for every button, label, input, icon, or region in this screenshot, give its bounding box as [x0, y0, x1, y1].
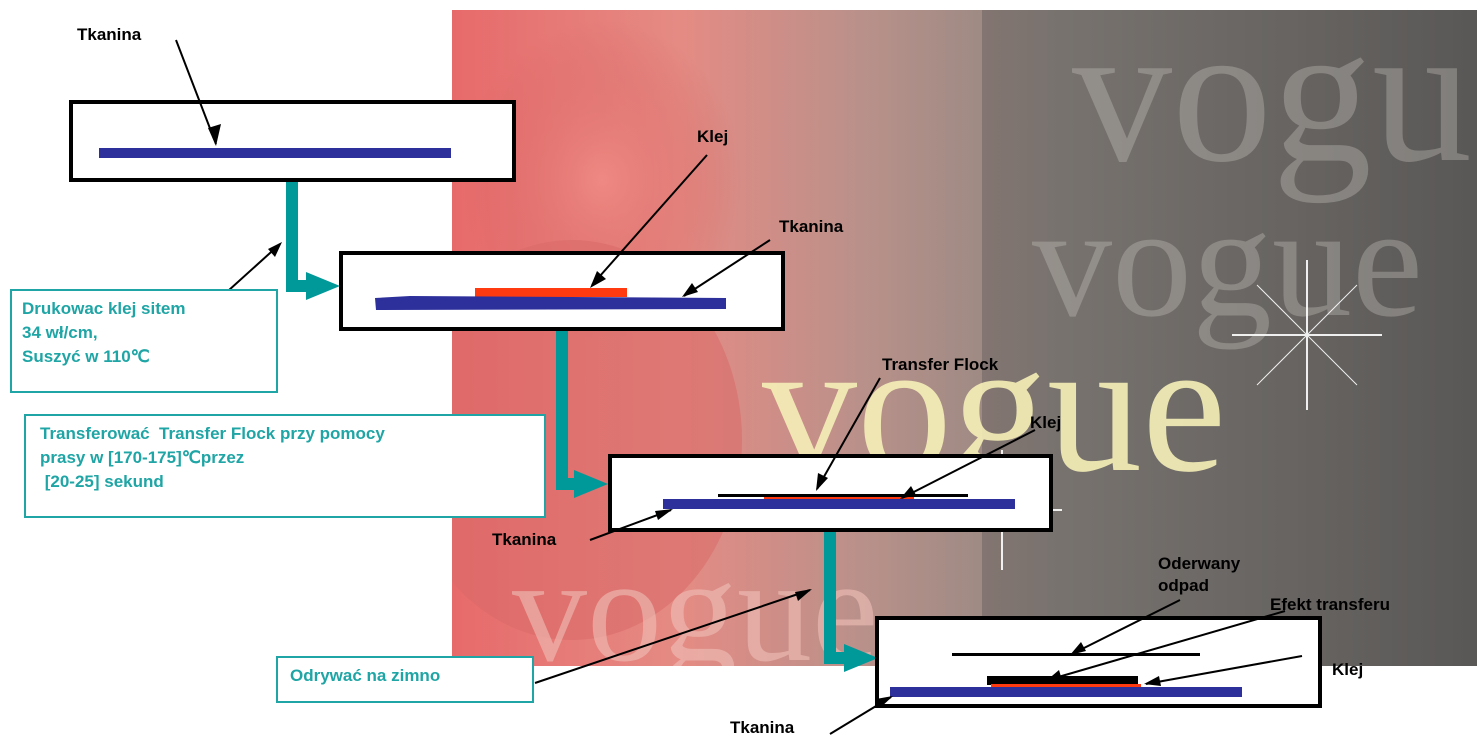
leader-klej-2 [901, 429, 1036, 499]
arrowhead-icon [795, 589, 812, 601]
sparkle-icon [1232, 260, 1382, 410]
label-tkanina-4: Tkanina [730, 718, 795, 737]
arrowhead-icon [590, 271, 606, 288]
note-print-glue: Drukowac klej sitem 34 wł/cm, Suszyć w 1… [10, 289, 278, 393]
leader-note-3 [534, 589, 811, 684]
watermark-word-4: vogue [512, 527, 879, 666]
note-transfer-flock: Transferować Transfer Flock przy pomocy … [24, 414, 546, 518]
watermark-word-1: vogue [1072, 10, 1477, 204]
label-klej-3: Klej [1332, 660, 1364, 679]
watermark-word-2: vogue [1032, 172, 1423, 350]
stage-box-1 [69, 100, 516, 182]
leader-tkanina-1 [175, 39, 217, 145]
label-transfer-flock: Transfer Flock [882, 355, 999, 374]
arrowhead-icon [1144, 676, 1161, 686]
flock-layer-3 [718, 494, 968, 497]
waste-layer-4 [952, 653, 1200, 656]
fabric-layer-4 [890, 687, 1242, 697]
arrowhead-icon [876, 696, 893, 708]
label-tkanina-2: Tkanina [779, 217, 844, 236]
flow-arrow-1 [286, 180, 340, 300]
leader-tkanina-2 [683, 239, 771, 297]
leader-efekt [1047, 610, 1286, 681]
leader-lines [175, 39, 1303, 735]
flow-arrow-2 [556, 330, 608, 498]
flock-layer-4 [987, 676, 1138, 685]
leader-transfer-flock [816, 377, 881, 490]
flow-arrow-3 [824, 530, 878, 672]
label-oderwany-odpad: Oderwany odpad [1158, 554, 1241, 595]
label-tkanina-3: Tkanina [492, 530, 557, 549]
note-peel-cold: Odrywać na zimno [276, 656, 534, 703]
arrowhead-icon [1046, 670, 1062, 681]
leader-klej-1 [591, 154, 708, 286]
leader-odpad [1071, 599, 1181, 655]
glue-layer-2 [475, 288, 627, 297]
label-klej-1: Klej [697, 127, 729, 146]
fabric-layer-1 [99, 148, 451, 158]
stage-box-3 [608, 454, 1053, 532]
label-efekt-transferu: Efekt transferu [1270, 595, 1390, 614]
background-photo: vogue vogue vogue vogue [452, 10, 1477, 666]
leader-arrowheads [208, 124, 1161, 708]
arrowhead-icon [900, 486, 916, 499]
arrowhead-icon [655, 509, 673, 520]
label-klej-2: Klej [1030, 413, 1062, 432]
arrowhead-icon [1070, 642, 1086, 655]
fabric-layer-3 [663, 499, 1015, 509]
background-photo-art: vogue vogue vogue vogue [452, 10, 1477, 666]
arrowhead-icon [268, 242, 282, 257]
arrowhead-icon [682, 283, 698, 297]
leader-klej-3 [1145, 655, 1303, 685]
fabric-layer-2 [375, 296, 726, 310]
label-tkanina-1: Tkanina [77, 25, 142, 44]
arrowhead-icon [208, 124, 221, 146]
arrowhead-icon [816, 473, 828, 491]
